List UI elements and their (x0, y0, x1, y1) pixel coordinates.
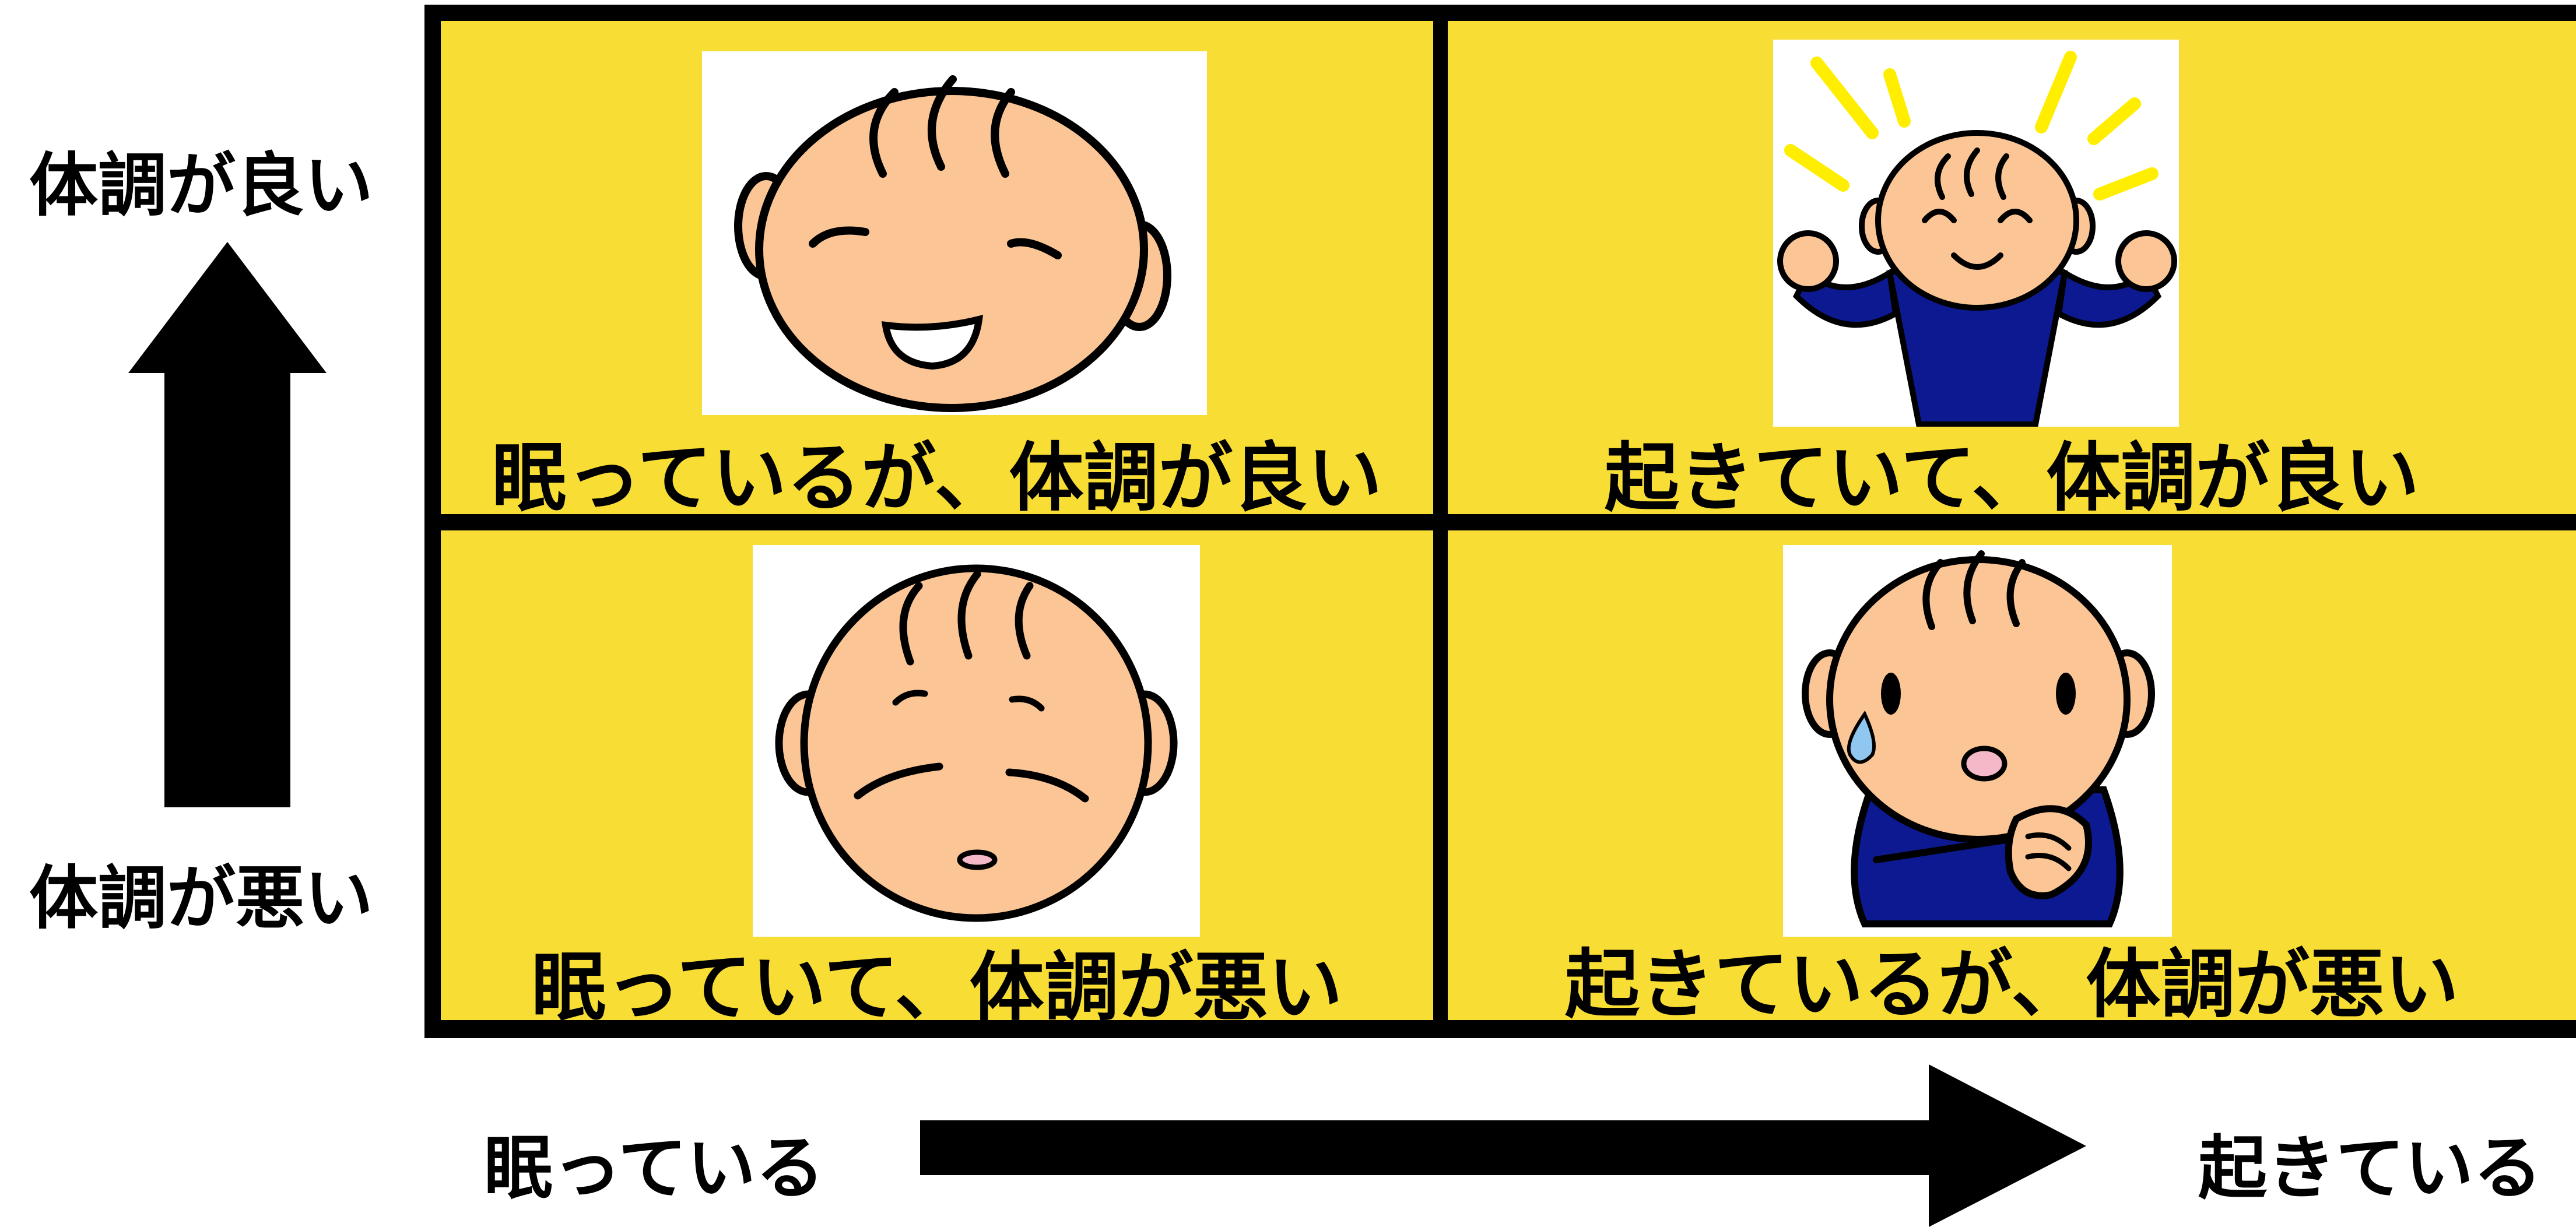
quadrant-bottom-left-caption: 眠っていて、体調が悪い (531, 944, 1343, 1031)
arrow-up-icon (128, 242, 327, 807)
quadrant-top-left: 眠っているが、体調が良い (441, 21, 1433, 522)
cheerful-child-fists-up-icon (1773, 40, 2179, 427)
sleeping-smiling-baby-icon (702, 51, 1207, 415)
arrow-right-icon (920, 1064, 2086, 1227)
worried-child-sweat-drop-icon (1783, 545, 2172, 937)
quadrant-grid: 眠っているが、体調が良い (424, 5, 2576, 1038)
quadrant-bottom-left: 眠っていて、体調が悪い (441, 530, 1433, 1031)
x-axis-right-label: 起きている (2198, 1128, 2543, 1208)
quadrant-bottom-right-caption: 起きているが、体調が悪い (1564, 941, 2459, 1028)
sleeping-unwell-baby-icon (753, 545, 1200, 937)
quadrant-bottom-right: 起きているが、体調が悪い (1448, 530, 2576, 1028)
y-axis-bottom-label: 体調が悪い (29, 858, 374, 938)
quadrant-top-right: 起きていて、体調が良い (1448, 21, 2576, 522)
quadrant-top-right-caption: 起きていて、体調が良い (1604, 435, 2420, 522)
x-axis-left-label: 眠っている (484, 1128, 825, 1208)
y-axis-top-label: 体調が良い (29, 145, 374, 226)
quadrant-top-left-caption: 眠っているが、体調が良い (492, 435, 1382, 522)
